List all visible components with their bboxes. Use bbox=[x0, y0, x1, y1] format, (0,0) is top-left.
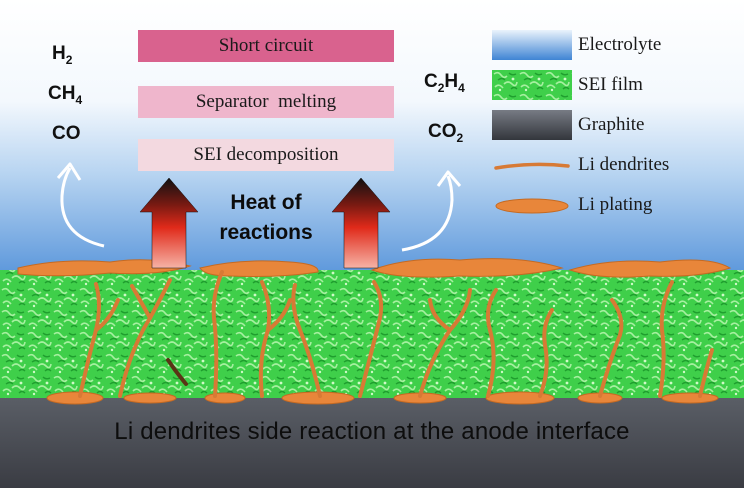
legend-item-li-plating: Li plating bbox=[492, 187, 652, 223]
separator-melting-box: Separator melting bbox=[138, 86, 394, 118]
legend-label-graphite: Graphite bbox=[578, 114, 645, 135]
heat-of-reactions-label: Heat of reactions bbox=[206, 188, 326, 248]
gas-release-arrows bbox=[56, 162, 462, 252]
heat-arrows bbox=[139, 177, 391, 269]
graphite-layer bbox=[0, 398, 744, 488]
gas-left-ch4: CH4 bbox=[48, 83, 83, 107]
gas-left-co: CO bbox=[52, 123, 81, 144]
heat-label-line-1: Heat of bbox=[230, 191, 302, 214]
short-circuit-label: Short circuit bbox=[218, 35, 314, 56]
legend-label-li-plating: Li plating bbox=[578, 194, 653, 215]
legend-item-sei-film: SEI film bbox=[492, 67, 643, 103]
sei-decomposition-box: SEI decomposition bbox=[138, 139, 394, 171]
legend-item-electrolyte: Electrolyte bbox=[492, 27, 661, 63]
sei-film-swatch bbox=[492, 70, 572, 100]
separator-melting-label: Separator melting bbox=[195, 91, 337, 112]
heat-arrow-right bbox=[331, 177, 391, 269]
short-circuit-box: Short circuit bbox=[138, 30, 394, 62]
electrolyte-swatch bbox=[492, 30, 572, 60]
heat-arrow-left bbox=[139, 177, 199, 269]
caption: Li dendrites side reaction at the anode … bbox=[114, 418, 630, 445]
legend-label-sei-film: SEI film bbox=[578, 74, 643, 95]
heat-label-line-2: reactions bbox=[219, 221, 313, 244]
legend-item-li-dendrites: Li dendrites bbox=[492, 147, 669, 183]
legend-item-graphite: Graphite bbox=[492, 107, 644, 143]
li-plating-swatch bbox=[495, 198, 569, 214]
legend-label-electrolyte: Electrolyte bbox=[578, 34, 662, 55]
li-dendrites-swatch bbox=[494, 162, 570, 170]
gas-left-h2: H2 bbox=[52, 43, 73, 67]
sei-film-layer bbox=[0, 270, 744, 400]
gas-right-c2h4: C2H4 bbox=[424, 71, 465, 95]
li-dendrites bbox=[78, 270, 714, 398]
dendrite-dark-segment bbox=[166, 358, 188, 386]
gas-right-co2: CO2 bbox=[428, 121, 464, 145]
sei-decomposition-label: SEI decomposition bbox=[193, 144, 339, 165]
li-plating-top bbox=[17, 258, 732, 278]
graphite-swatch bbox=[492, 110, 572, 140]
legend-label-li-dendrites: Li dendrites bbox=[578, 154, 670, 175]
